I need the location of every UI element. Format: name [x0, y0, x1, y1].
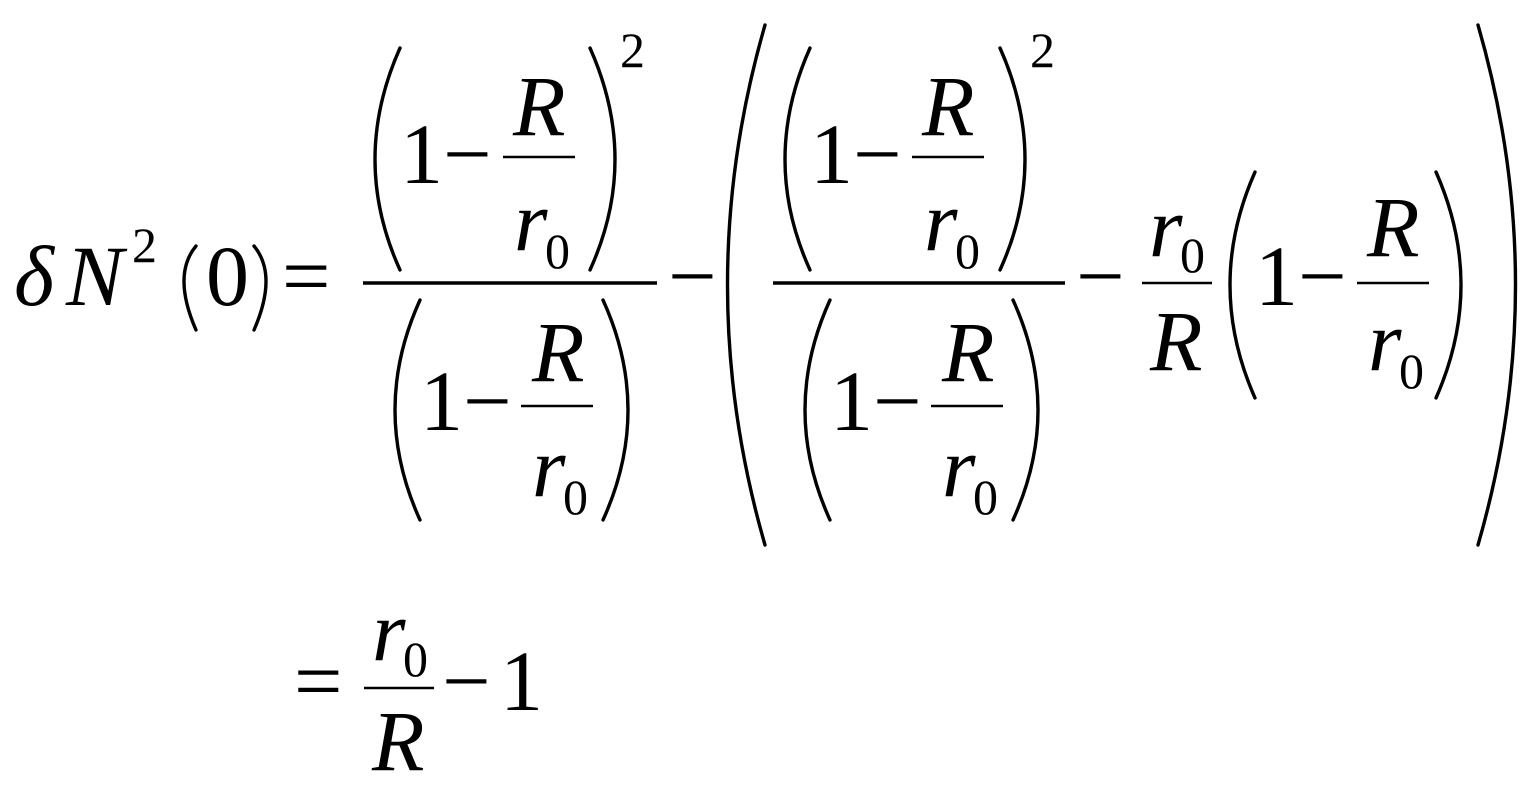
num1-R: R	[512, 58, 566, 154]
lhs-left-paren	[182, 244, 198, 332]
term3-r-sub: 0	[1399, 343, 1424, 399]
den1-left-paren	[393, 298, 422, 522]
num2-square: 2	[1030, 22, 1055, 78]
N-exponent: 2	[132, 217, 157, 273]
result-equals: =	[294, 633, 343, 729]
den1-r: r	[532, 419, 566, 515]
den2-left-paren	[803, 298, 832, 522]
big-left-paren	[725, 23, 767, 547]
term3-one: 1	[1255, 228, 1298, 324]
den2-R: R	[941, 304, 995, 400]
inner-minus: −	[1076, 228, 1125, 324]
lhs-zero: 0	[206, 228, 249, 324]
den2-right-paren	[1011, 298, 1040, 522]
num2-r: r	[924, 173, 958, 269]
num1-left-paren	[373, 46, 402, 272]
result-r: r	[372, 583, 406, 679]
num2-left-paren	[783, 46, 812, 272]
result-r-sub: 0	[403, 631, 428, 687]
term3-right-paren	[1434, 170, 1463, 400]
num1-minus: −	[443, 106, 492, 202]
term3-r: r	[1368, 293, 1402, 389]
den2-minus: −	[873, 353, 922, 449]
num2-right-paren	[998, 46, 1027, 272]
num1-one: 1	[400, 106, 443, 202]
coef-R: R	[1149, 293, 1203, 389]
num1-right-paren	[588, 46, 617, 272]
result-one: 1	[500, 633, 543, 729]
delta-symbol: δ	[14, 228, 56, 324]
num2-R: R	[921, 58, 975, 154]
den1-r-sub: 0	[563, 469, 588, 525]
equals-sign: =	[282, 228, 331, 324]
den1-R: R	[531, 304, 585, 400]
term3-R: R	[1366, 179, 1420, 275]
middle-minus: −	[668, 228, 717, 324]
den2-r: r	[942, 419, 976, 515]
num1-square: 2	[620, 22, 645, 78]
den2-one: 1	[830, 353, 873, 449]
den1-minus: −	[463, 353, 512, 449]
coef-r: r	[1149, 179, 1183, 275]
lhs: δ N 2 0 =	[14, 217, 331, 332]
den2-r-sub: 0	[973, 469, 998, 525]
result-minus: −	[442, 633, 491, 729]
coef-r-sub: 0	[1180, 227, 1205, 283]
term3-minus: −	[1298, 228, 1347, 324]
result-R: R	[371, 693, 425, 789]
num2-r-sub: 0	[955, 223, 980, 279]
first-fraction: 1 − R r 0 2 1 − R r 0	[363, 22, 657, 525]
lhs-right-paren	[252, 244, 268, 332]
den1-right-paren	[601, 298, 630, 522]
big-bracket-group: 1 − R r 0 2 1 − R r 0 − r 0 R 1 − R r 0	[725, 22, 1518, 547]
num1-r: r	[514, 173, 548, 269]
num1-r-sub: 0	[545, 223, 570, 279]
N-symbol: N	[65, 228, 128, 324]
result-line: = r 0 R − 1	[294, 583, 543, 789]
big-right-paren	[1476, 23, 1518, 547]
term3-left-paren	[1228, 170, 1257, 400]
den1-one: 1	[420, 353, 463, 449]
num2-one: 1	[810, 106, 853, 202]
num2-minus: −	[853, 106, 902, 202]
